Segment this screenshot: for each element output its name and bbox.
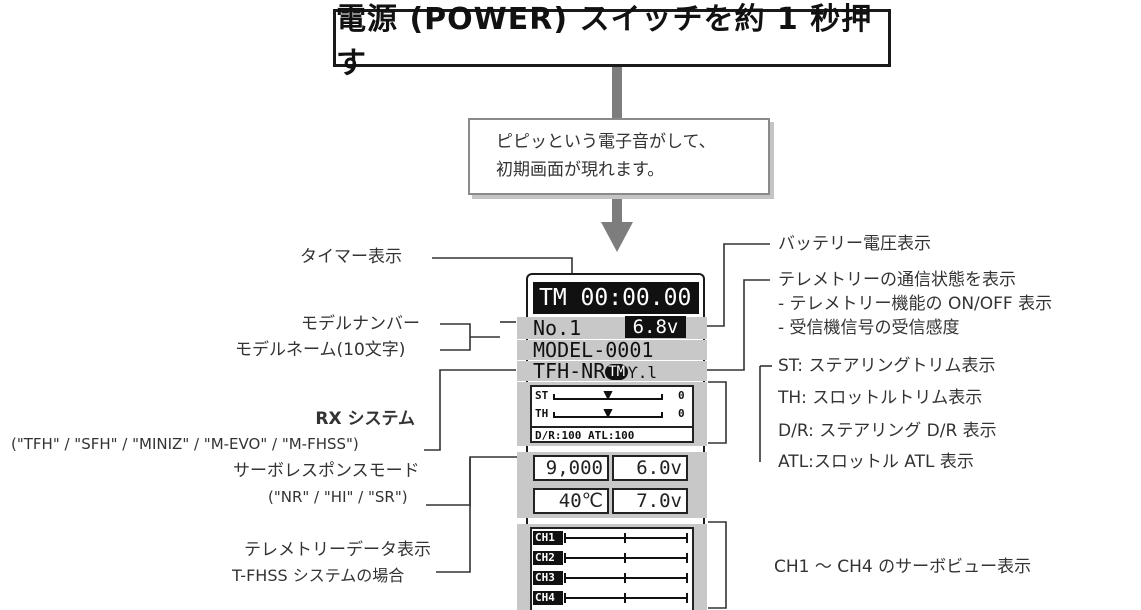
th-label: TH	[535, 407, 549, 420]
callout-line-1: ピピッという電子音がして、	[496, 132, 716, 152]
label-telemetry-data: テレメトリーデータ表示	[244, 540, 431, 560]
right-leaders	[706, 243, 772, 609]
callout-line-2: 初期画面が現れます。	[496, 160, 665, 180]
label-model-name: モデルネーム(10文字)	[235, 340, 406, 360]
label-tfhss-case: T-FHSS システムの場合	[232, 566, 405, 585]
timer-display: TM 00:00.00	[533, 282, 699, 314]
label-servo-response-options: ("NR" / "HI" / "SR")	[268, 488, 408, 506]
label-rx-sensitivity: - 受信機信号の受信感度	[778, 318, 960, 338]
trim-bars	[553, 391, 663, 419]
volt2-box: 6.0v	[612, 455, 688, 481]
label-battery: バッテリー電圧表示	[778, 234, 931, 254]
label-atl: ATL:スロットル ATL 表示	[778, 452, 974, 472]
title-text: 電源 (POWER) スイッチを約 1 秒押す	[336, 2, 873, 81]
label-telemetry-onoff: - テレメトリー機能の ON/OFF 表示	[778, 294, 1053, 314]
servo-bars	[564, 533, 688, 603]
st-value: 0	[678, 389, 685, 402]
label-dr: D/R: ステアリング D/R 表示	[778, 421, 997, 441]
trim-panel	[530, 385, 694, 443]
title-box: 電源 (POWER) スイッチを約 1 秒押す	[333, 2, 891, 81]
trim-divider	[532, 426, 692, 428]
model-number: No.1	[533, 316, 582, 340]
callout-box: ピピッという電子音がして、 初期画面が現れます。	[468, 118, 770, 195]
th-value: 0	[678, 407, 685, 420]
tm-badge: TM	[605, 364, 629, 380]
ch4-label: CH4	[533, 591, 563, 605]
ch3-label: CH3	[533, 571, 563, 585]
label-telemetry-status: テレメトリーの通信状態を表示	[778, 270, 1016, 290]
rx-system-text: TFH-NR	[533, 359, 606, 383]
label-servo-response: サーボレスポンスモード	[233, 461, 420, 481]
band-model-name	[517, 340, 707, 360]
dr-atl: D/R:100 ATL:100	[535, 429, 635, 442]
label-rx-system-options: ("TFH" / "SFH" / "MINIZ" / "M-EVO" / "M-…	[11, 435, 359, 453]
label-rx-system: RX システム	[200, 409, 415, 429]
antenna-signal-icon: Ƴ.l	[628, 363, 658, 382]
rpm-box: 9,000	[533, 455, 609, 481]
st-label: ST	[535, 389, 549, 402]
temp-box: 40℃	[533, 488, 609, 514]
model-name: MODEL-0001	[533, 338, 654, 362]
ch2-label: CH2	[533, 551, 563, 565]
volt3-box: 7.0v	[612, 488, 688, 514]
ch1-label: CH1	[533, 531, 563, 545]
flow-arrow	[601, 66, 633, 252]
label-timer: タイマー表示	[300, 247, 402, 267]
label-model-number: モデルナンバー	[301, 314, 420, 334]
label-rx-system-text: RX システム	[315, 409, 415, 429]
voltage-display: 6.8v	[625, 316, 686, 338]
label-th-trim: TH: スロットルトリム表示	[778, 388, 983, 408]
label-servo-view: CH1 ～ CH4 のサーボビュー表示	[774, 557, 1032, 577]
label-st-trim: ST: ステアリングトリム表示	[778, 356, 996, 376]
